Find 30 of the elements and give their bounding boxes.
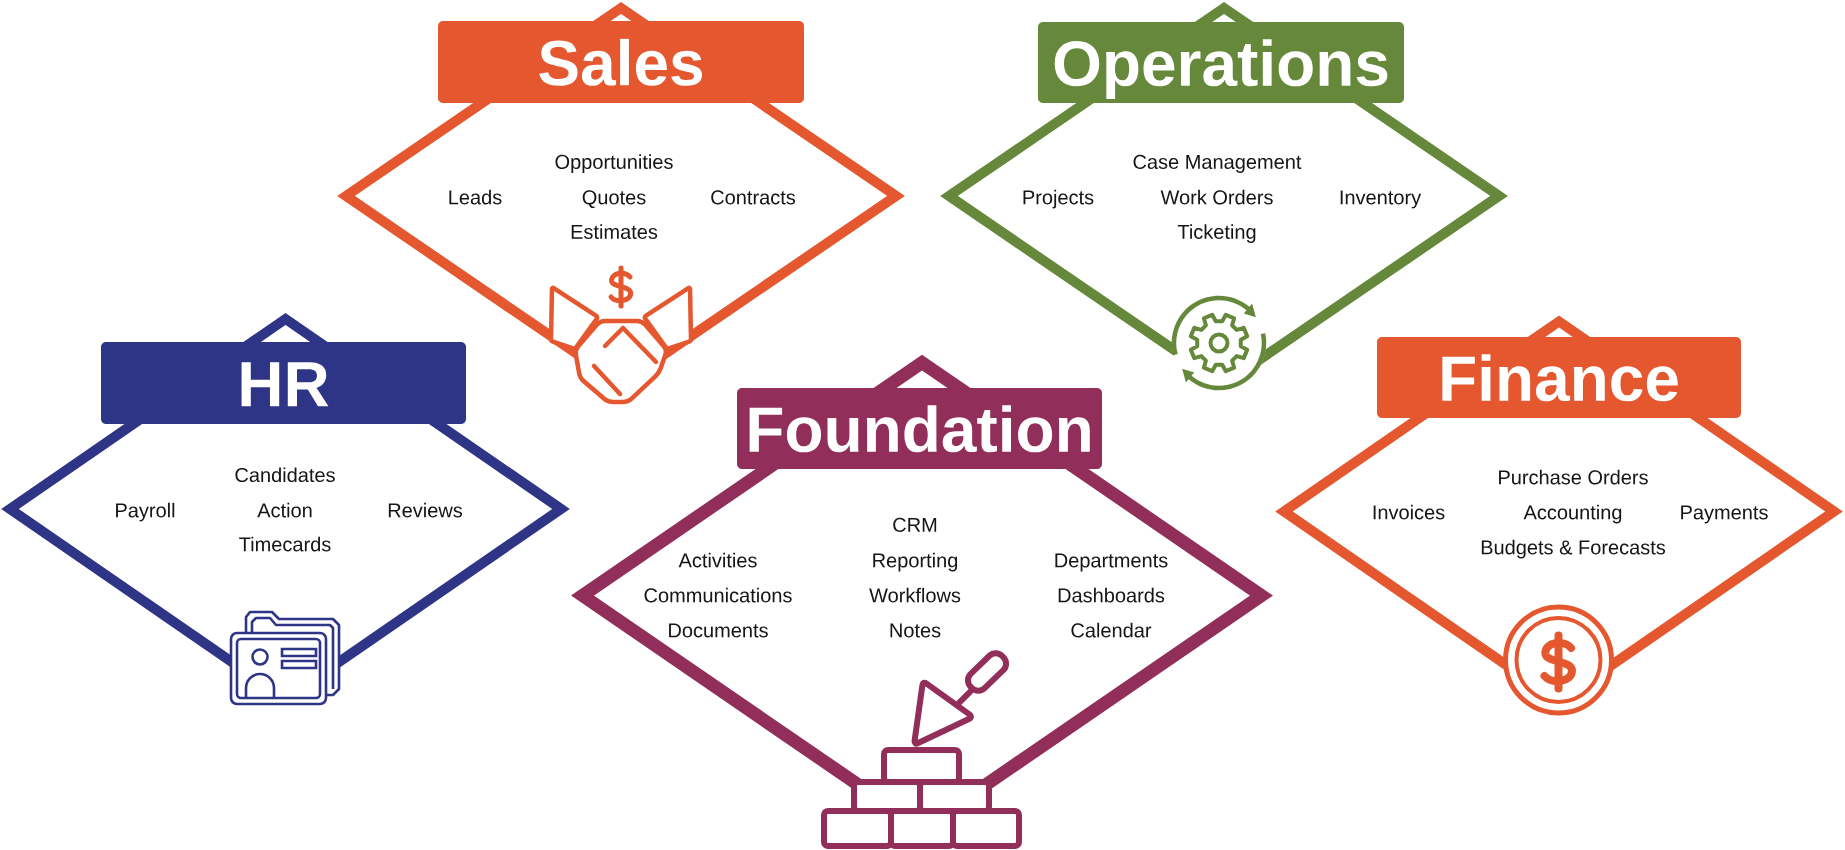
item-label: Budgets & Forecasts xyxy=(1481,539,1666,559)
item-label: Dashboards xyxy=(1058,587,1165,603)
item-label: Notes xyxy=(890,623,941,638)
item-label: Quotes xyxy=(582,190,646,209)
item-label: Documents xyxy=(669,623,768,638)
item-label: Ticketing xyxy=(1177,224,1256,243)
item-label: Inventory xyxy=(1340,190,1422,209)
item-label: Opportunities xyxy=(555,154,673,173)
item-label: CRM xyxy=(893,517,937,532)
item-label: Timecards xyxy=(239,536,331,552)
item-label: Reviews xyxy=(388,502,463,518)
item-label: Purchase Orders xyxy=(1499,469,1648,485)
item-label: Case Management xyxy=(1133,154,1302,173)
item-label: Payroll xyxy=(116,502,175,522)
item-label: Activities xyxy=(678,552,757,568)
item-label: Payments xyxy=(1681,505,1768,524)
item-label: Leads xyxy=(449,189,502,205)
item-label: Action xyxy=(257,502,312,518)
item-label: Work Orders xyxy=(1160,189,1273,205)
item-label: Invoices xyxy=(1373,504,1445,520)
item-label: Candidates xyxy=(235,467,335,483)
item-label: Communications xyxy=(644,587,792,603)
item-label: Contracts xyxy=(711,190,796,205)
item-label: Projects xyxy=(1023,189,1094,209)
item-label: Accounting xyxy=(1523,504,1622,524)
item-label: Estimates xyxy=(571,224,658,239)
item-label: Departments xyxy=(1055,553,1168,572)
item-label: Calendar xyxy=(1071,622,1152,638)
item-label: Reporting xyxy=(873,552,958,572)
item-label: Workflows xyxy=(869,587,961,603)
